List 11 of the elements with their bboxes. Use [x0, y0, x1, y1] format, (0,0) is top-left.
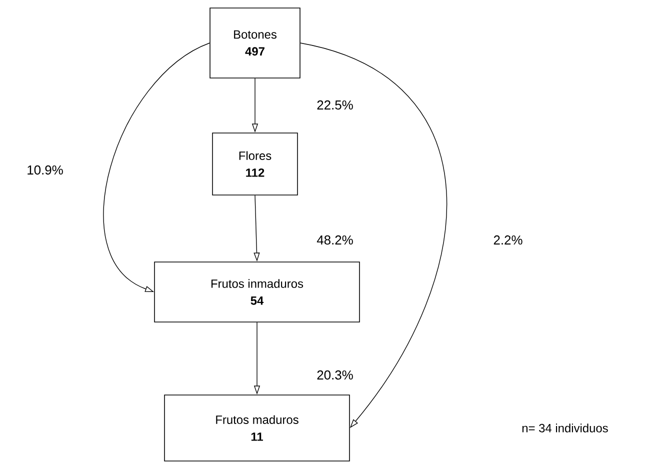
edge-label: 10.9% — [28, 165, 63, 175]
sample-note: n= 34 individuos — [522, 424, 608, 432]
edge-label: 48.2% — [316, 235, 353, 245]
stage-box: Flores 112 — [212, 132, 298, 196]
edge-label: 22.5% — [317, 100, 353, 110]
arrow — [103, 42, 210, 292]
stage-box: Botones 497 — [210, 8, 300, 78]
edge-label: 20.3% — [317, 370, 353, 380]
stage-box: Frutos maduros 11 — [164, 394, 350, 462]
edge-label: 2.2% — [494, 235, 522, 245]
stage-box: Frutos inmaduros 54 — [154, 262, 360, 322]
